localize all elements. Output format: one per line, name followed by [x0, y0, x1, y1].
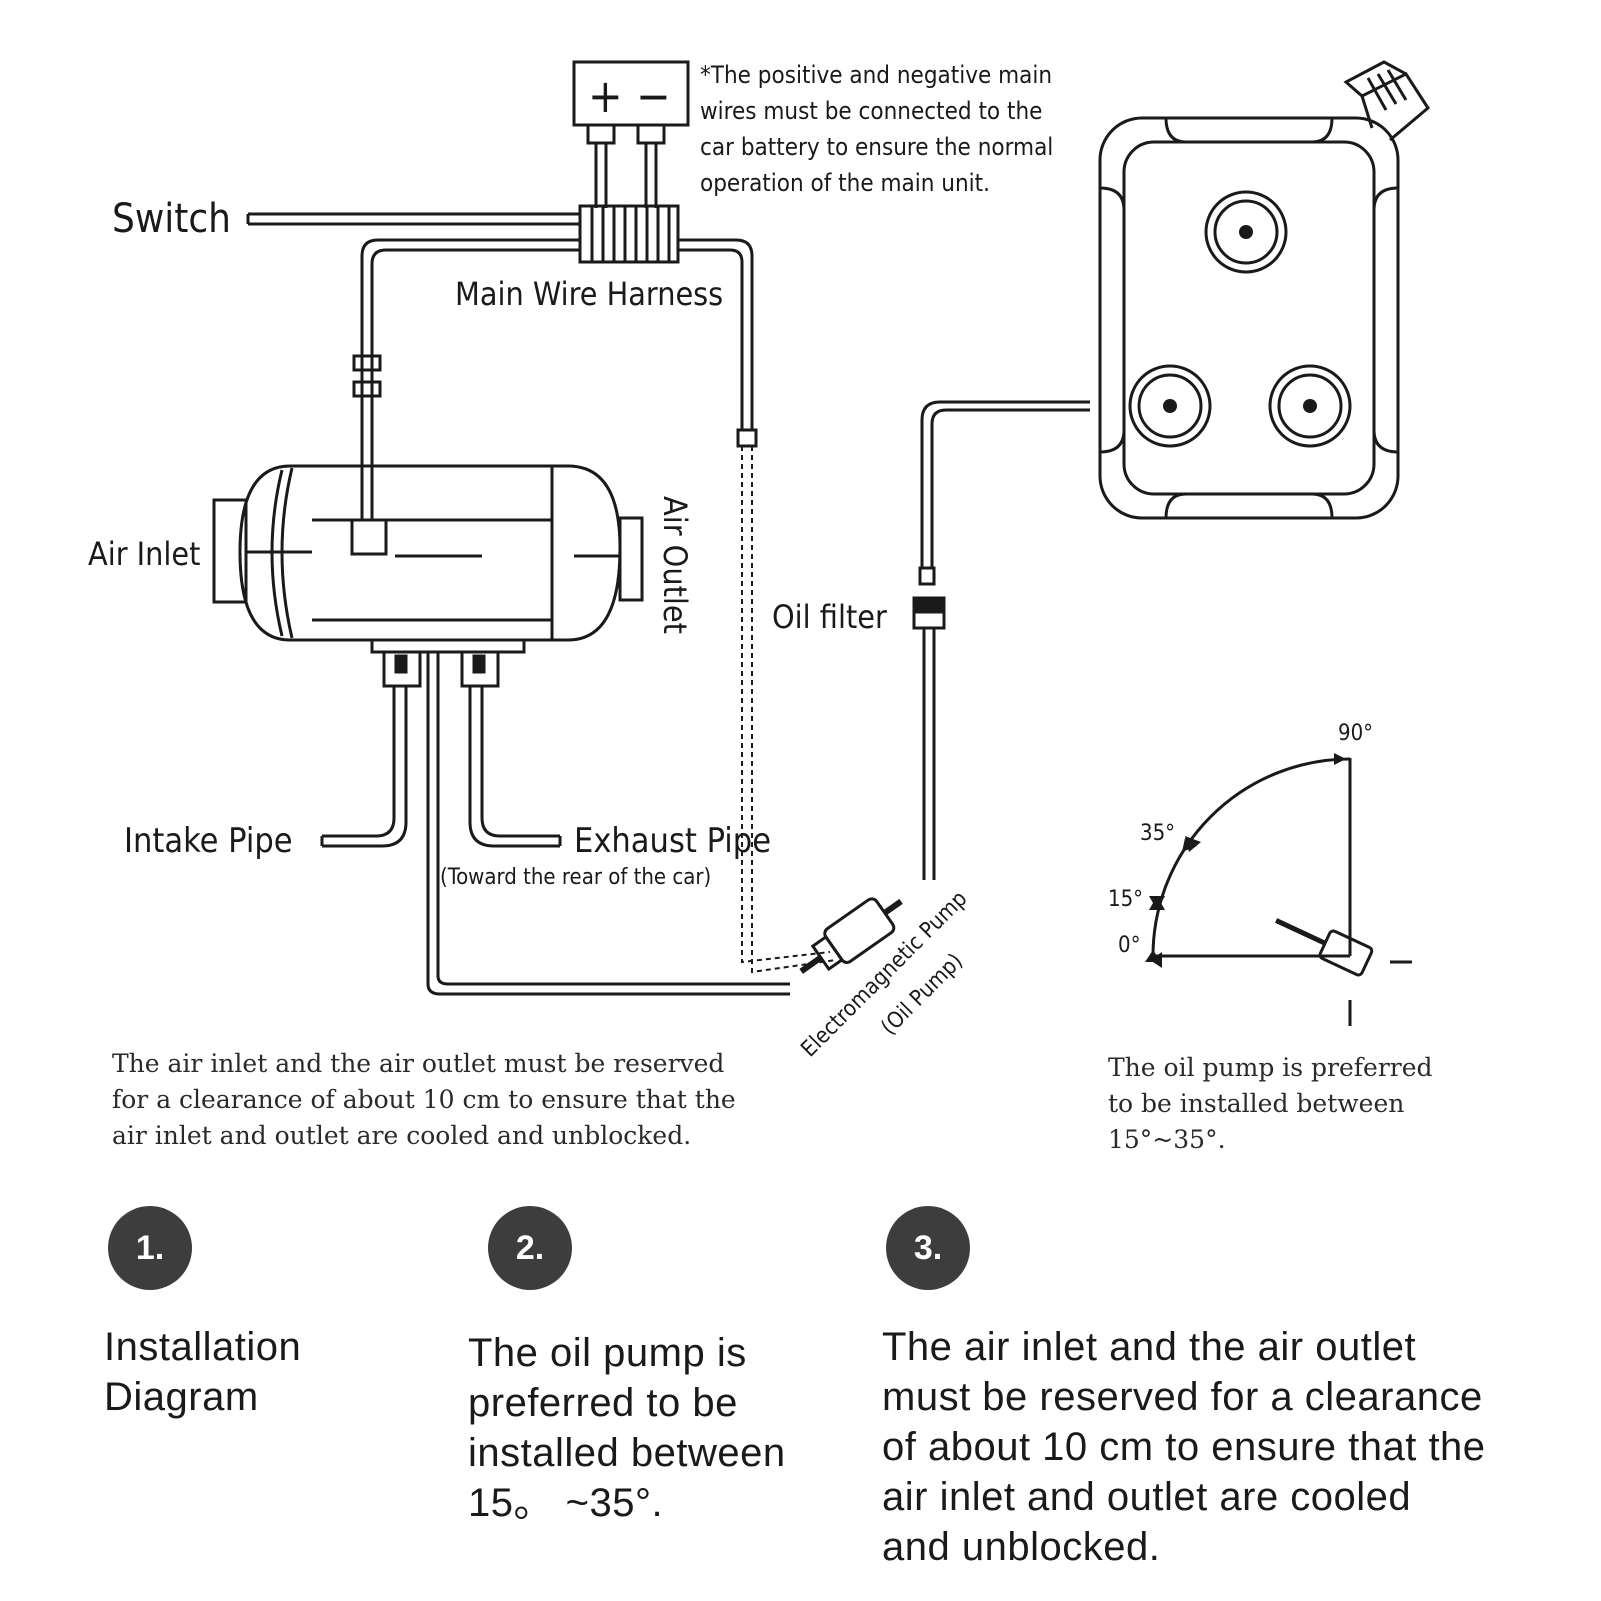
fuel-tank [1098, 60, 1430, 520]
exhaust-note-label: (Toward the rear of the car) [440, 865, 711, 890]
switch-wire [246, 212, 580, 226]
harness-cable-right [678, 238, 837, 974]
exhaust-pipe-label: Exhaust Pipe [574, 821, 771, 861]
angle-diagram [1151, 757, 1412, 1026]
exhaust-pipe [468, 686, 562, 848]
heater-unit [212, 464, 644, 688]
angle-15-label: 15° [1108, 887, 1143, 912]
step-1-badge: 1. [108, 1206, 192, 1290]
battery-note-line1: *The positive and negative main [700, 61, 1052, 89]
step-3-text: The air inlet and the air outlet must be… [882, 1325, 1486, 1569]
main-wire-harness-label: Main Wire Harness [455, 275, 723, 313]
battery-note-line4: operation of the main unit. [700, 169, 990, 197]
oil-filter-label: Oil filter [772, 598, 887, 636]
air-inlet-label: Air Inlet [88, 535, 200, 573]
pump-angle-note: The oil pump is preferred to be installe… [1108, 1053, 1433, 1154]
angle-90-label: 90° [1338, 721, 1373, 746]
intake-pipe [320, 686, 408, 848]
clearance-note: The air inlet and the air outlet must be… [112, 1049, 736, 1150]
step-1-text: Installation Diagram [104, 1325, 302, 1419]
main-wire-harness-connector [578, 204, 680, 264]
battery [572, 60, 690, 208]
installation-diagram: Switch + − *The positive and negative ma… [88, 60, 1430, 1062]
battery-note-line2: wires must be connected to the [700, 97, 1042, 125]
step-2-badge: 2. [488, 1206, 572, 1290]
switch-label: Switch [112, 196, 231, 242]
fuel-line-heater [426, 652, 790, 996]
fuel-line-tank [912, 400, 1090, 880]
angle-35-label: 35° [1140, 821, 1175, 846]
step-2-text: The oil pump is preferred to be installe… [468, 1331, 786, 1525]
air-outlet-label: Air Outlet [656, 496, 694, 634]
battery-plus: + [588, 69, 623, 123]
angle-0-label: 0° [1118, 933, 1140, 958]
angle-markers [1145, 753, 1346, 968]
step-3-badge: 3. [886, 1206, 970, 1290]
battery-note-line3: car battery to ensure the normal [700, 133, 1053, 161]
intake-pipe-label: Intake Pipe [124, 821, 293, 861]
electromagnetic-pump [799, 897, 903, 974]
battery-minus: − [636, 69, 671, 123]
